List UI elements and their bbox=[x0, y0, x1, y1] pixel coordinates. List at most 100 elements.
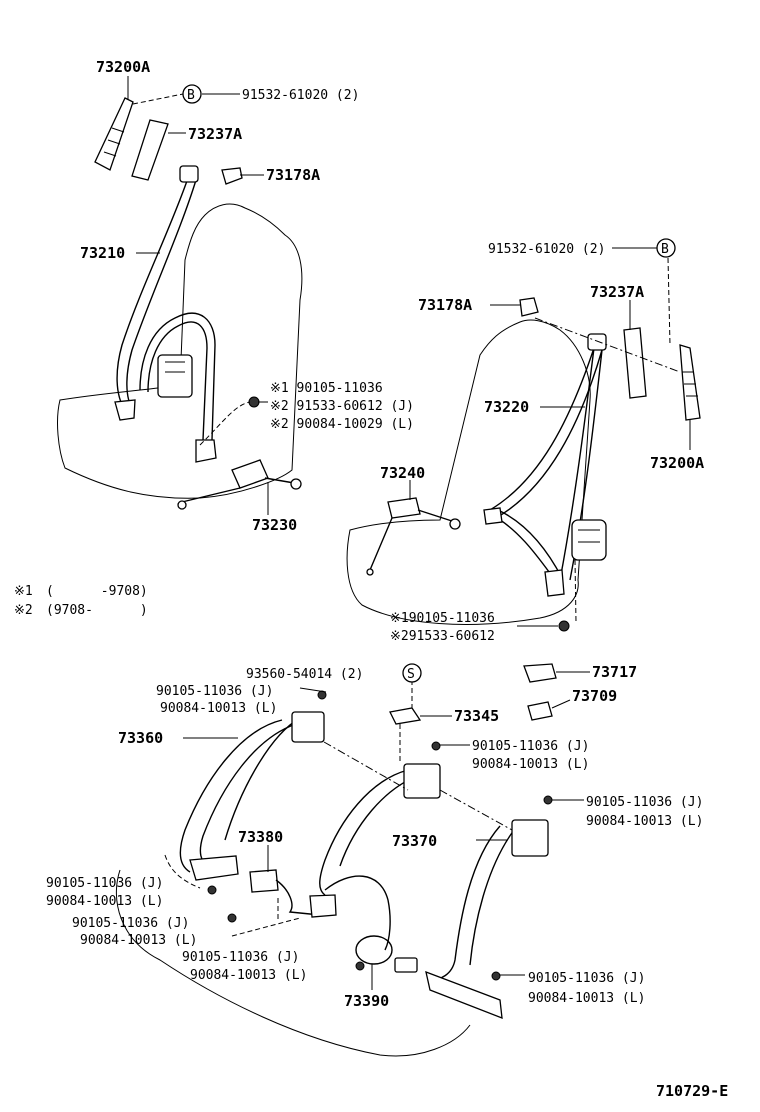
bolt-right-front bbox=[558, 620, 570, 632]
bolt-left-front bbox=[248, 396, 260, 408]
buckle-wire-end bbox=[177, 500, 187, 510]
label-r-b1: 90105-11036 (J) bbox=[472, 739, 589, 754]
webbing-73210-left bbox=[116, 177, 197, 411]
label-90105-left-1: ※1 90105-11036 bbox=[270, 381, 383, 396]
b-leader-right bbox=[667, 257, 671, 346]
label-73230: 73230 bbox=[252, 516, 297, 534]
buckle-73230 bbox=[231, 459, 269, 489]
anchor-73360-top bbox=[291, 711, 325, 743]
label-91533-right: ※291533-60612 bbox=[390, 629, 495, 644]
anchor-73370-top bbox=[511, 819, 549, 857]
label-r-g1: 90105-11036 (J) bbox=[528, 971, 645, 986]
label-73237a-right: 73237A bbox=[590, 283, 644, 301]
webbing-73360 bbox=[179, 719, 297, 873]
b-marker-left-circle bbox=[182, 84, 202, 104]
lead-bolt-right bbox=[574, 559, 577, 623]
buckle-73240-wire-end bbox=[366, 568, 374, 576]
rear-dashdot-1 bbox=[323, 741, 409, 791]
label-footnote-1-text: ( -9708) bbox=[46, 584, 148, 599]
s-marker: S bbox=[407, 667, 415, 682]
rear-dash-3 bbox=[164, 854, 201, 889]
webbing-73220-lap bbox=[491, 509, 563, 581]
right-front-seat-assembly bbox=[346, 247, 701, 632]
label-footnote-2-mark: ※2 bbox=[14, 603, 33, 618]
webbing-73370 bbox=[429, 825, 515, 981]
left-front-seat-assembly bbox=[57, 76, 303, 515]
buckle-73390 bbox=[394, 957, 418, 973]
cover-73237a-left bbox=[131, 119, 169, 181]
lower-plate-left bbox=[114, 399, 136, 421]
anchor-center-top bbox=[403, 763, 441, 799]
retractor-right bbox=[571, 519, 607, 561]
label-73717: 73717 bbox=[592, 663, 637, 681]
bolt-leader-left bbox=[199, 401, 251, 446]
label-91533-left: ※2 91533-60612 (J) bbox=[270, 399, 414, 414]
buckle-73240 bbox=[387, 497, 421, 519]
adjuster-73200a-left bbox=[94, 97, 134, 171]
label-r-f1: 90105-11036 (J) bbox=[182, 950, 299, 965]
b-marker-left: B bbox=[187, 88, 195, 103]
rear-seat-assembly bbox=[115, 663, 590, 1057]
buckle-73240-bolt bbox=[449, 518, 461, 530]
label-r-e2: 90084-10013 (L) bbox=[80, 933, 197, 948]
part-labels: 73200A 91532-61020 (2) 73237A 73178A 732… bbox=[14, 58, 728, 1100]
lead-73709 bbox=[551, 699, 571, 709]
label-73178a-left: 73178A bbox=[266, 166, 320, 184]
adjuster-73200a-right bbox=[679, 344, 701, 421]
lower-plate-right bbox=[483, 507, 503, 525]
rear-seat-outline bbox=[115, 869, 471, 1057]
label-91532-left: 91532-61020 (2) bbox=[242, 88, 359, 103]
label-r-f2: 90084-10013 (L) bbox=[190, 968, 307, 983]
cover-73237a-right bbox=[623, 327, 647, 399]
label-73237a-left: 73237A bbox=[188, 125, 242, 143]
label-73709: 73709 bbox=[572, 687, 617, 705]
label-r-e1: 90105-11036 (J) bbox=[72, 916, 189, 931]
label-73370: 73370 bbox=[392, 832, 437, 850]
label-73380: 73380 bbox=[238, 828, 283, 846]
bolt-rear-7 bbox=[491, 971, 501, 981]
b-marker-right: B bbox=[661, 242, 669, 257]
label-r-c1: 90105-11036 (J) bbox=[586, 795, 703, 810]
label-73200a-left: 73200A bbox=[96, 58, 150, 76]
label-73390: 73390 bbox=[344, 992, 389, 1010]
webbing-73360-b bbox=[224, 717, 301, 841]
adjuster-left-holes bbox=[103, 127, 125, 157]
buckle-bolt-hole bbox=[290, 478, 302, 490]
strap-73390 bbox=[355, 935, 393, 965]
buckle-73380-b bbox=[309, 894, 337, 918]
bolt-rear-2 bbox=[431, 741, 441, 751]
leader-right-dashdot bbox=[534, 317, 681, 373]
b-marker-right-circle bbox=[656, 238, 676, 258]
top-anchor-left bbox=[179, 165, 199, 183]
bolt-rear-5 bbox=[227, 913, 237, 923]
cap-73178a-left bbox=[221, 167, 243, 185]
anchor-73360-lower bbox=[189, 855, 239, 881]
callout-markers: B B S bbox=[182, 84, 676, 683]
clip-73709 bbox=[527, 701, 553, 721]
buckle-73380 bbox=[249, 869, 279, 893]
lower-anchor-right bbox=[544, 569, 565, 597]
cap-73178a-right bbox=[519, 297, 539, 317]
label-93560: 93560-54014 (2) bbox=[246, 667, 363, 682]
label-73240: 73240 bbox=[380, 464, 425, 482]
label-r-c2: 90084-10013 (L) bbox=[586, 814, 703, 829]
anchor-73370-lower bbox=[425, 970, 503, 1019]
label-73178a-right: 73178A bbox=[418, 296, 472, 314]
label-r-b2: 90084-10013 (L) bbox=[472, 757, 589, 772]
bolt-rear-4 bbox=[207, 885, 217, 895]
lower-anchor-left bbox=[195, 439, 217, 463]
retractor-right-detail bbox=[578, 529, 600, 543]
bolt-rear-3 bbox=[543, 795, 553, 805]
diagram-code: 710729-E bbox=[656, 1082, 728, 1100]
webbing-73220-cross bbox=[489, 347, 603, 519]
retractor-left bbox=[157, 354, 193, 398]
rear-dash-2 bbox=[231, 917, 301, 937]
s-marker-circle bbox=[402, 663, 422, 683]
label-r-top-2: 90084-10013 (L) bbox=[160, 701, 277, 716]
label-r-g2: 90084-10013 (L) bbox=[528, 991, 645, 1006]
label-r-d2: 90084-10013 (L) bbox=[46, 894, 163, 909]
retractor-left-detail bbox=[165, 361, 185, 373]
webbing-loop-left bbox=[139, 312, 216, 441]
label-73345: 73345 bbox=[454, 707, 499, 725]
